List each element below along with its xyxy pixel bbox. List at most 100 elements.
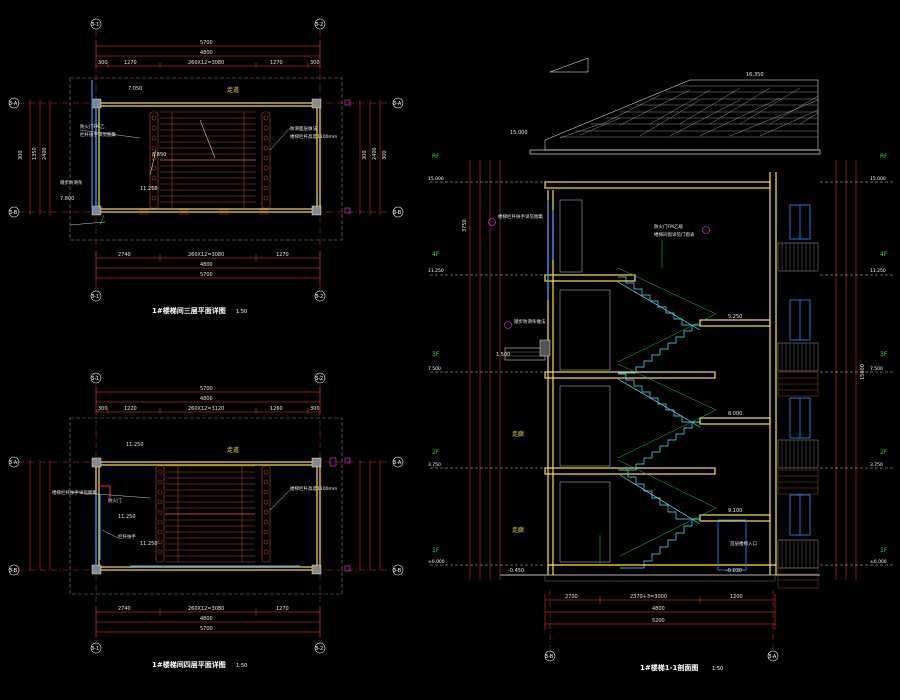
plan-top-level-2: 11.250 <box>140 186 158 192</box>
plan-top-grid-l1: 3-B <box>9 210 18 216</box>
plan-top-dim-bottom-1: 260X12=3080 <box>188 252 224 258</box>
plan-top-note-1: 栏杆扶手详见图集 <box>80 131 116 138</box>
section-floor-level-right-4: ±0.000 <box>870 559 887 565</box>
section-floor-height: 3750 <box>462 219 468 232</box>
plan-top-dim-bottom-mid: 4800 <box>200 262 213 268</box>
plan-bottom-dim-inner-4: 300 <box>310 406 320 412</box>
plan-top-grid-r1: 3-B <box>393 210 402 216</box>
section-floor-level-left-4: ±0.000 <box>428 559 445 565</box>
section-floor-level-left-2: 7.500 <box>428 366 441 372</box>
plan-bottom-grid-b0: 3-1 <box>91 646 99 652</box>
plan-top-scale: 1:50 <box>236 309 247 315</box>
plan-top-dim-inner-3: 1270 <box>270 60 283 66</box>
section-floor-name-right-0: RF <box>880 153 888 160</box>
plan-top-level-1: 8.850 <box>152 152 166 158</box>
plan-top-dim-left-0: 300 <box>18 150 24 160</box>
section-grid-1: 3-A <box>768 654 777 660</box>
plan-bottom-dim-inner-1: 1220 <box>124 406 137 412</box>
plan-top-dim-left-1: 1350 <box>32 147 38 160</box>
plan-bottom-room-label: 走道 <box>227 446 239 454</box>
plan-top-title: 1#楼梯间三层平面详图 <box>152 306 226 315</box>
plan-top-dim-inner-4: 300 <box>310 60 320 66</box>
section-floor-name-right-1: 4F <box>880 251 888 258</box>
plan-top-note-2: 踏步防滑条 <box>60 179 83 186</box>
section-floor-level-right-1: 11.250 <box>870 268 886 274</box>
section-scale: 1:50 <box>712 666 723 672</box>
plan-bottom-dim-bottom-mid: 4800 <box>200 616 213 622</box>
plan-bottom-dim-bottom-1: 260X12=3080 <box>188 606 224 612</box>
plan-top-grid-t1: 3-2 <box>315 22 323 28</box>
section-door-note: 首层楼梯入口 <box>730 540 757 547</box>
section-floor-level-left-1: 11.250 <box>428 268 444 274</box>
section-dim-right-total: 15000 <box>860 364 866 380</box>
section-floor-level-right-2: 7.500 <box>870 366 883 372</box>
plan-top-dim-inner-2: 260X12=3080 <box>188 60 224 66</box>
plan-bottom-dim-outer: 5700 <box>200 386 213 392</box>
section-roof-level: 16.350 <box>746 72 764 78</box>
plan-bottom-level-2: 11.250 <box>140 541 158 547</box>
plan-top <box>8 18 404 302</box>
section-dim-bottom-mid: 4800 <box>652 606 665 612</box>
plan-bottom-note-3: 楼梯栏杆高度1100mm <box>290 485 337 492</box>
plan-bottom-dim-bottom-outer: 5700 <box>200 626 213 632</box>
section-note-0: 楼梯栏杆扶手详见图集 <box>498 213 543 220</box>
plan-top-level-3: 7.800 <box>60 196 74 202</box>
plan-bottom-level-0: 11.250 <box>126 442 144 448</box>
plan-bottom-level-1: 11.250 <box>118 514 136 520</box>
plan-top-level-0: 7.050 <box>128 86 142 92</box>
text-layer: 1#楼梯间三层平面详图 1:50 走道 5700 4800 300 1270 2… <box>9 22 888 672</box>
section-dim-bottom-outer: 5200 <box>652 618 665 624</box>
plan-top-dim-bottom-outer: 5700 <box>200 272 213 278</box>
plan-top-dim-left-2: 2400 <box>42 147 48 160</box>
section-floor-name-left-2: 3F <box>432 351 440 358</box>
plan-bottom-grid-t0: 3-1 <box>91 376 99 382</box>
section-floor-name-right-2: 3F <box>880 351 888 358</box>
plan-bottom-grid-b1: 3-2 <box>315 646 323 652</box>
plan-top-dim-mid: 4800 <box>200 50 213 56</box>
section-note-1: 踏步防滑条做法 <box>514 318 546 325</box>
section-level-label-5: -0.030 <box>726 568 742 574</box>
plan-bottom-grid-r1: 3-B <box>393 568 402 574</box>
plan-top-note-4: 楼梯栏杆高度1100mm <box>290 133 337 140</box>
section-eave-level: 15.000 <box>510 130 528 136</box>
section-floor-name-left-3: 2F <box>432 449 440 456</box>
section-level-label-2: 9.100 <box>728 508 742 514</box>
section-floor-name-left-0: RF <box>432 153 440 160</box>
section-level-label-0: 5.250 <box>728 314 742 320</box>
plan-bottom-note-1: 防火门 <box>108 497 122 504</box>
plan-bottom-note-0: 楼梯栏杆扶手详见图集 <box>52 489 97 496</box>
plan-top-note-3: 防滑面层做法 <box>290 125 317 132</box>
section-floor-level-left-3: 3.750 <box>428 462 441 468</box>
section-note-3: 楼梯间窗详见门窗表 <box>654 231 695 238</box>
section-level-label-4: -0.450 <box>508 568 524 574</box>
plan-top-dim-inner-0: 300 <box>98 60 108 66</box>
plan-bottom-dim-bottom-2: 1270 <box>276 606 289 612</box>
plan-top-dim-bottom-2: 1270 <box>276 252 289 258</box>
plan-top-grid-b1: 3-2 <box>315 294 323 300</box>
plan-bottom-grid-l0: 3-A <box>9 460 18 466</box>
section <box>430 57 895 662</box>
plan-top-dim-inner-1: 1270 <box>124 60 137 66</box>
plan-top-dim-outer: 5700 <box>200 40 213 46</box>
section-grid-0: 3-B <box>545 654 554 660</box>
section-floor-name-left-4: 1F <box>432 547 440 554</box>
plan-top-grid-b0: 3-1 <box>91 294 99 300</box>
section-level-label-1: 8.000 <box>728 411 742 417</box>
plan-bottom-dim-mid: 4800 <box>200 396 213 402</box>
plan-top-note-0: 防火门FM乙 <box>80 123 105 130</box>
plan-bottom-dim-inner-2: 260X12=3120 <box>188 406 224 412</box>
plan-top-dim-bottom-0: 2740 <box>118 252 131 258</box>
plan-top-grid-t0: 3-1 <box>91 22 99 28</box>
plan-top-dim-right-2: 300 <box>382 150 388 160</box>
plan-top-room-label: 走道 <box>227 86 239 94</box>
section-dim-bottom-1: 2370+3=3000 <box>630 594 667 600</box>
plan-bottom <box>8 372 404 654</box>
plan-top-dim-right-0: 300 <box>362 150 368 160</box>
plan-bottom-title: 1#楼梯间四层平面详图 <box>152 660 226 669</box>
section-level-label-3: 1.500 <box>496 352 510 358</box>
section-room-label-0: 走廊 <box>512 430 524 438</box>
section-title: 1#楼梯1-1剖面图 <box>640 663 698 672</box>
plan-top-dim-right-1: 2400 <box>372 147 378 160</box>
plan-bottom-dim-inner-3: 1260 <box>270 406 283 412</box>
